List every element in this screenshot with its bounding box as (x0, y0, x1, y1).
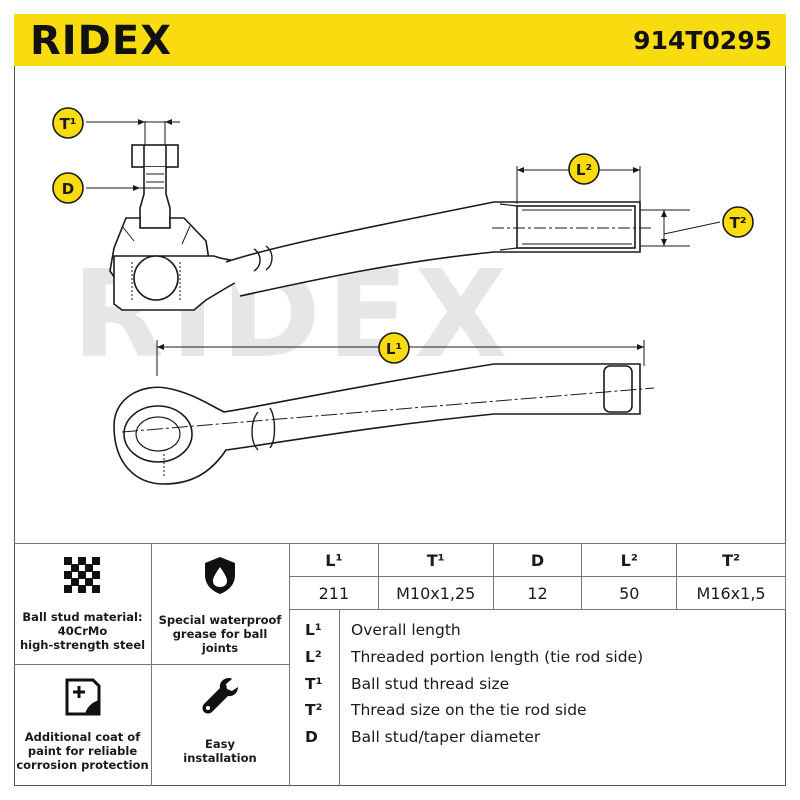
spec-value: M10x1,25 (377, 576, 494, 610)
ball-joint (133, 255, 179, 301)
feature-line: joints (201, 641, 239, 655)
legend-text: Overall length (351, 621, 461, 639)
spec-header: T² (676, 543, 786, 577)
feature-line: installation (183, 751, 257, 765)
content-frame (14, 66, 786, 786)
feature-easy-installation: Easy installation (151, 664, 289, 786)
cross-hatch-icon (64, 557, 100, 593)
svg-text:L²: L² (576, 161, 592, 179)
stud-nut (131, 144, 179, 168)
spec-header: D (492, 543, 583, 577)
label-t2: T² (722, 206, 754, 238)
info-panel: Ball stud material: 40CrMo high-strength… (14, 543, 786, 786)
dimension-legend: L¹ Overall length L² Threaded portion le… (289, 609, 786, 786)
label-d: D (52, 172, 84, 204)
feature-line: Ball stud material: (22, 610, 143, 624)
header-bar: RIDEX 914T0295 (14, 14, 786, 66)
technical-drawing: RIDEX (52, 107, 754, 485)
shield-drop-icon (205, 557, 235, 594)
spec-header: T¹ (377, 543, 494, 577)
legend-text: Ball stud/taper diameter (351, 728, 541, 746)
svg-text:T²: T² (730, 214, 747, 232)
feature-line: Additional coat of (24, 730, 141, 744)
label-l2: L² (568, 153, 600, 185)
legend-symbol: L² (305, 648, 322, 666)
specs-header-row: L¹ T¹ D L² T² (289, 543, 786, 577)
spec-value: 211 (289, 576, 379, 610)
spec-header: L² (581, 543, 678, 577)
feature-line: corrosion protection (16, 758, 149, 772)
wrench-icon (202, 678, 238, 714)
legend-symbol: L¹ (305, 621, 322, 639)
specs-value-row: 211 M10x1,25 12 50 M16x1,5 (289, 576, 786, 610)
svg-text:T¹: T¹ (60, 115, 77, 133)
legend-symbol: D (305, 728, 318, 746)
paint-coat-icon (65, 678, 101, 716)
spec-value: 50 (581, 576, 678, 610)
legend-symbol: T¹ (305, 675, 323, 693)
legend-text: Ball stud thread size (351, 675, 510, 693)
legend-text: Thread size on the tie rod side (351, 701, 587, 719)
feature-line: paint for reliable (27, 744, 138, 758)
tie-rod-eye (113, 363, 641, 485)
wrench-flat (603, 365, 633, 413)
part-number: 914T0295 (633, 26, 772, 55)
label-t1: T¹ (52, 107, 84, 139)
legend-symbol: T² (305, 701, 323, 719)
legend-text: Threaded portion length (tie rod side) (351, 648, 644, 666)
feature-extra-paint: Additional coat of paint for reliable co… (14, 664, 151, 786)
feature-waterproof-grease: Special waterproof grease for ball joint… (151, 543, 289, 664)
svg-text:L¹: L¹ (386, 340, 402, 358)
stud-shaft (139, 167, 171, 229)
specs-table: L¹ T¹ D L² T² 211 M10x1,25 12 50 M16x1,5 (289, 543, 786, 610)
spec-value: 12 (492, 576, 583, 610)
spec-value: M16x1,5 (676, 576, 786, 610)
svg-text:D: D (62, 180, 74, 198)
label-l1: L¹ (378, 332, 410, 364)
brand-logo: RIDEX (30, 18, 173, 64)
spec-header: L¹ (289, 543, 379, 577)
feature-line: 40CrMo (57, 624, 108, 638)
feature-line: grease for ball (172, 627, 268, 641)
feature-line: Easy (205, 737, 235, 751)
feature-ball-stud-material: Ball stud material: 40CrMo high-strength… (14, 543, 151, 664)
feature-line: high-strength steel (19, 638, 146, 652)
threaded-bore (516, 205, 636, 249)
feature-line: Special waterproof (158, 613, 282, 627)
